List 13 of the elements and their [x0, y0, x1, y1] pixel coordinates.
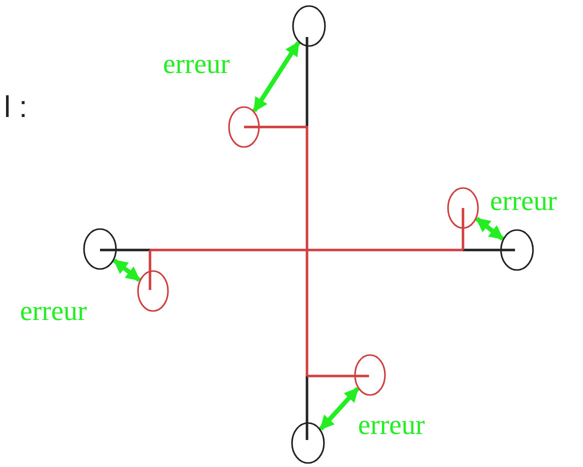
- double-arrow: [319, 386, 360, 431]
- circle-marker: [228, 106, 260, 148]
- circle-marker: [291, 422, 325, 464]
- note-text: l :: [4, 92, 28, 124]
- circle-marker: [137, 270, 169, 312]
- double-arrow: [112, 258, 141, 282]
- circle-marker: [83, 228, 117, 270]
- circle-marker: [292, 5, 326, 47]
- circle-marker: [354, 354, 386, 396]
- circle-marker: [447, 187, 479, 229]
- double-arrow: [252, 41, 300, 112]
- circle-marker: [500, 229, 534, 271]
- double-arrow: [475, 216, 504, 241]
